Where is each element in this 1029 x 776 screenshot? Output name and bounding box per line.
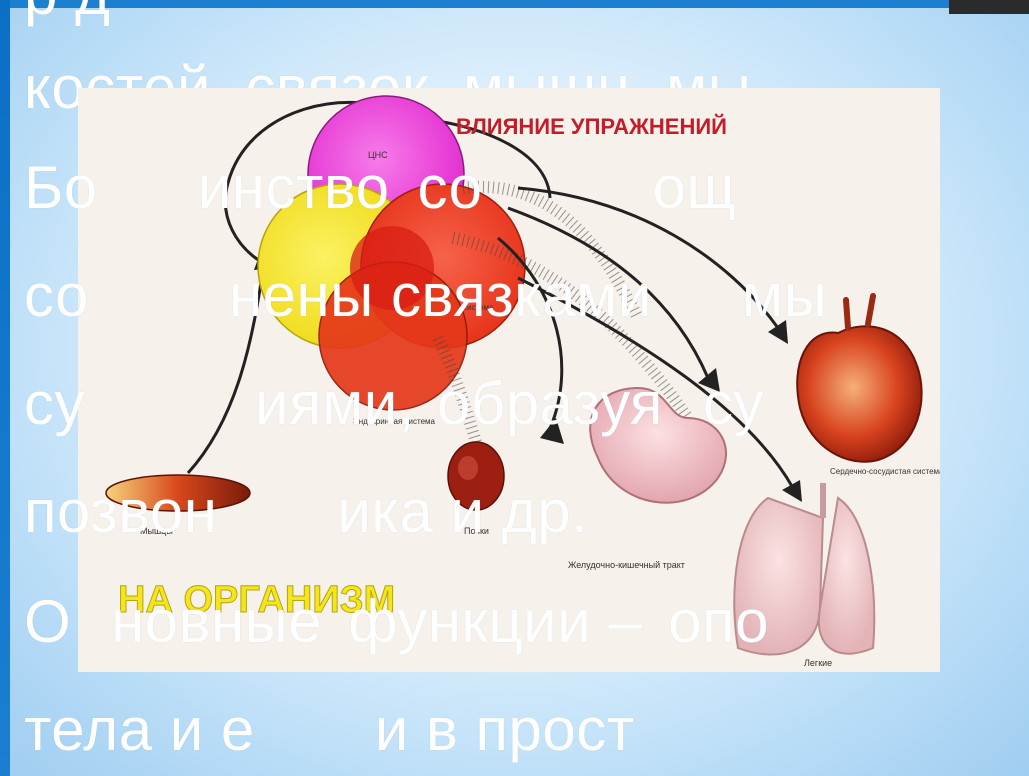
line-6-part-a: О <box>24 588 71 655</box>
figure-title: ВЛИЯНИЕ УПРАЖНЕНИЙ <box>456 114 727 139</box>
slide-text-line-4: суиями,образуясу <box>24 374 764 434</box>
slide-left-edge <box>0 0 10 776</box>
line-2-part-c: со <box>417 154 482 221</box>
line-7-part-b: и в прост <box>375 696 635 763</box>
label-lungs: Легкие <box>804 658 832 668</box>
line-4-part-c: образуя <box>437 370 663 437</box>
line-3-part-c: мы <box>742 262 827 329</box>
line-3-part-b: нены связками <box>229 262 652 329</box>
line-4-part-b: иями, <box>255 370 415 437</box>
slide-text-line-2: Боинствосоощ <box>24 158 736 218</box>
slide-text-line-0: р д <box>24 0 111 24</box>
slide-top-edge <box>0 0 1029 8</box>
line-7-part-a: тела и е <box>24 696 255 763</box>
slide-text-line-3: сонены связкамимы <box>24 266 827 326</box>
slide-text-line-6: Оновныефункции –опо <box>24 592 769 652</box>
line-3-part-a: со <box>24 262 89 329</box>
line-4-part-a: су <box>24 370 85 437</box>
line-2-part-b: инство <box>198 154 390 221</box>
label-stomach: Желудочно-кишечный тракт <box>568 560 685 570</box>
line-5-part-b: ика и др. <box>337 478 588 545</box>
label-heart: Сердечно-сосудистая система <box>830 467 940 476</box>
line-5-part-a: позвон <box>24 478 217 545</box>
lung-right-drawing <box>819 498 874 654</box>
line-6-part-d: опо <box>668 588 769 655</box>
line-6-part-c: функции – <box>348 588 642 655</box>
line-2-part-a: Бо <box>24 154 98 221</box>
heart-drawing <box>797 326 921 461</box>
slide-corner-dark-bar <box>949 0 1029 14</box>
slide-text-line-7: тела и еи в прост <box>24 700 635 760</box>
line-2-part-d: ощ <box>653 154 737 221</box>
line-6-part-b: новные <box>111 588 322 655</box>
line-4-part-d: су <box>703 370 764 437</box>
slide-text-line-5: позвоника и др. <box>24 482 588 542</box>
line-0-text: р д <box>24 0 111 27</box>
